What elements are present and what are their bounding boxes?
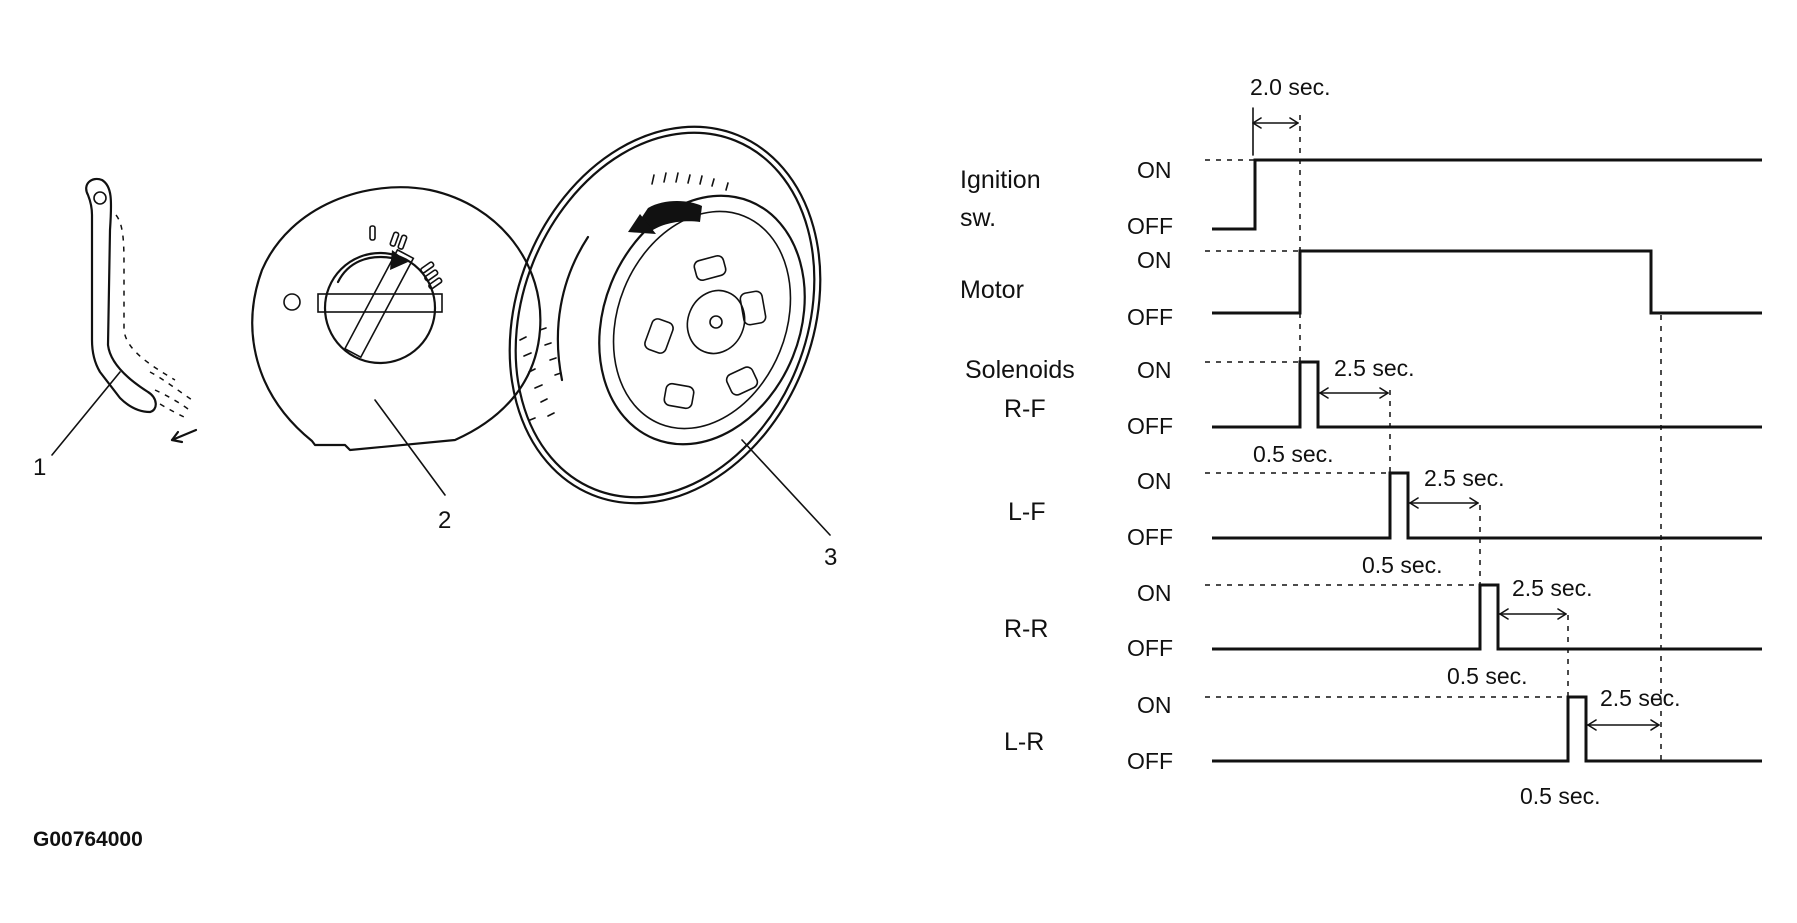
row-label-ignition: Ignition sw. [960,166,1041,232]
rr-pulse-label: 0.5 sec. [1447,663,1528,689]
timing-diagram: Ignition sw. Motor Solenoids R-F L-F R-R… [960,74,1762,809]
svg-text:L-R: L-R [1004,728,1044,756]
dial-mark-2 [389,231,408,250]
waveform-solenoid-lf [1212,471,1762,540]
ign-delay-label: 2.0 sec. [1250,74,1331,100]
waveform-solenoid-lr [1212,695,1762,763]
row-label-solenoid-rf: Solenoids R-F [965,356,1075,423]
svg-text:1: 1 [33,454,46,481]
svg-text:OFF: OFF [1127,304,1173,330]
svg-text:Motor: Motor [960,276,1024,304]
callout-1: 1 [33,371,121,481]
svg-text:OFF: OFF [1127,413,1173,439]
svg-text:2: 2 [438,507,451,534]
row-label-solenoid-rr: R-R [1004,615,1048,643]
duration-arrows [1252,107,1660,731]
row-label-motor: Motor [960,276,1024,304]
svg-text:Solenoids: Solenoids [965,356,1075,384]
rr-gap-label: 2.5 sec. [1512,575,1593,601]
callout-3: 3 [741,439,837,571]
callout-2: 2 [374,399,451,534]
svg-text:R-R: R-R [1004,615,1048,643]
svg-text:OFF: OFF [1127,635,1173,661]
svg-text:sw.: sw. [960,204,996,232]
waveform-ignition [1212,158,1762,231]
on-level-guides [1205,159,1568,698]
svg-text:3: 3 [824,544,837,571]
dial-mark-3 [420,261,443,290]
lr-pulse-label: 0.5 sec. [1520,783,1601,809]
svg-text:ON: ON [1137,157,1172,183]
svg-text:Ignition: Ignition [960,166,1041,194]
row-label-solenoid-lr: L-R [1004,728,1044,756]
svg-text:L-F: L-F [1008,498,1046,526]
state-labels: ON OFF ON OFF ON OFF ON OFF ON OFF ON OF… [1127,157,1173,774]
svg-text:R-F: R-F [1004,395,1046,423]
waveform-solenoid-rf [1212,360,1762,429]
svg-text:OFF: OFF [1127,524,1173,550]
waveform-motor [1212,249,1762,315]
lf-pulse-label: 0.5 sec. [1362,552,1443,578]
duration-labels: 2.0 sec. 2.5 sec. 0.5 sec. 2.5 sec. 0.5 … [1250,74,1681,809]
svg-text:ON: ON [1137,247,1172,273]
dial-mark-1 [369,225,376,241]
lf-gap-label: 2.5 sec. [1424,465,1505,491]
lr-gap-label: 2.5 sec. [1600,685,1681,711]
row-label-solenoid-lf: L-F [1008,498,1046,526]
svg-text:ON: ON [1137,357,1172,383]
svg-text:OFF: OFF [1127,748,1173,774]
figure-code: G00764000 [33,828,143,851]
svg-text:ON: ON [1137,692,1172,718]
svg-text:OFF: OFF [1127,213,1173,239]
waveform-solenoid-rr [1212,583,1762,651]
lever-illustration [85,177,198,444]
svg-text:ON: ON [1137,580,1172,606]
cover-illustration [251,186,542,452]
svg-text:ON: ON [1137,468,1172,494]
wheel-illustration [508,125,822,505]
rf-gap-label: 2.5 sec. [1334,355,1415,381]
rf-pulse-label: 0.5 sec. [1253,441,1334,467]
